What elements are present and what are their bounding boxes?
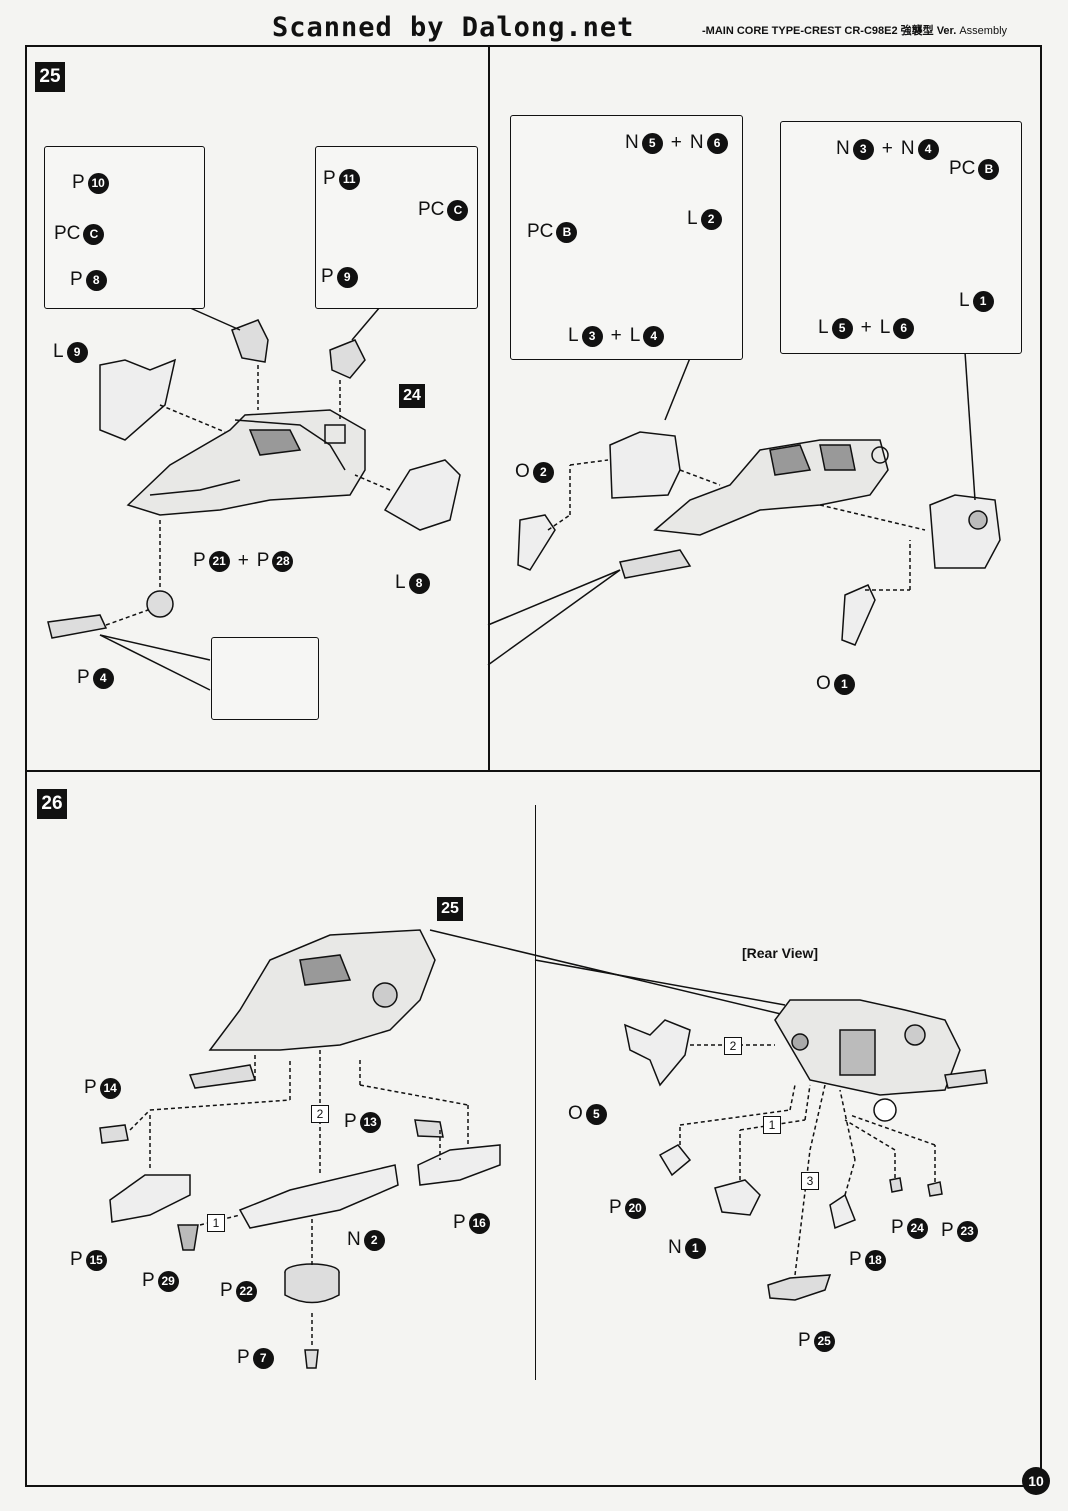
part-p23	[927, 1181, 943, 1197]
part-p18	[829, 1193, 856, 1230]
order-marker-1-left: 1	[207, 1214, 225, 1232]
joint-p21	[146, 590, 174, 618]
part-p14	[99, 1124, 129, 1144]
order-marker-2-left: 2	[311, 1105, 329, 1123]
part-p20	[658, 1144, 692, 1177]
step26-column-divider	[535, 805, 536, 1380]
rear-view-label: [Rear View]	[742, 945, 818, 961]
part-p25	[767, 1274, 832, 1301]
armor-l8	[383, 459, 461, 531]
main-core-rear-view	[774, 999, 988, 1122]
page-number: 10	[1022, 1467, 1050, 1495]
step-number-26: 26	[37, 789, 67, 819]
page-header: -MAIN CORE TYPE-CREST CR-C98E2 強襲型 Ver. …	[702, 22, 1007, 38]
watermark: Scanned by Dalong.net	[272, 12, 635, 43]
armor-o5	[623, 1019, 691, 1087]
part-p29	[177, 1224, 199, 1251]
step25-column-divider	[488, 45, 490, 770]
barrel-p4	[47, 614, 108, 639]
main-core-body-step25-left	[126, 409, 366, 516]
frame-n2	[238, 1164, 399, 1229]
part-p24	[889, 1177, 903, 1193]
shoulder-part-b	[329, 339, 366, 379]
armor-o1	[841, 584, 876, 646]
main-core-body-step26-left	[188, 929, 436, 1089]
main-core-body-step25-right	[653, 439, 889, 536]
part-p7	[304, 1349, 319, 1369]
part-p22	[284, 1263, 340, 1304]
step-ref-24: 24	[399, 384, 425, 408]
armor-o2	[517, 514, 556, 571]
part-p13	[414, 1119, 444, 1138]
order-marker-3-right: 3	[801, 1172, 819, 1190]
header-version: 強襲型 Ver.	[900, 25, 957, 37]
detail-inset-p4	[211, 637, 319, 720]
order-marker-1-right: 1	[763, 1116, 781, 1134]
part-n1	[714, 1179, 761, 1216]
step-ref-25: 25	[437, 897, 463, 921]
detail-inset-c	[510, 115, 743, 360]
part-p15	[109, 1174, 191, 1223]
armor-l9	[99, 358, 177, 441]
page-frame	[25, 45, 1042, 1487]
shoulder-part-a	[231, 319, 269, 363]
order-marker-2-right: 2	[724, 1037, 742, 1055]
step-number-25: 25	[35, 62, 65, 92]
step-divider	[25, 770, 1042, 772]
header-title: -MAIN CORE TYPE-CREST CR-C98E2	[702, 25, 898, 37]
part-p16	[417, 1144, 501, 1186]
side-pod-left	[609, 431, 681, 499]
detail-inset-a	[44, 146, 205, 309]
header-section: Assembly	[959, 25, 1008, 37]
detail-inset-d	[780, 121, 1022, 354]
side-pod-right	[929, 494, 1001, 569]
